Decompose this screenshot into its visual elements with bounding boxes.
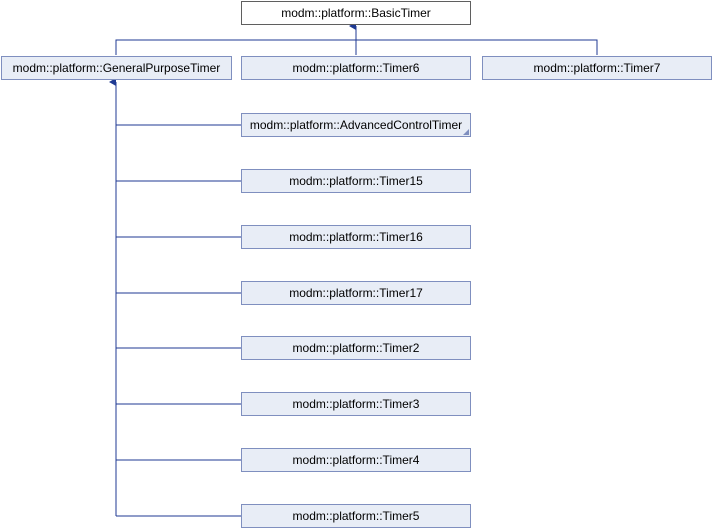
node-timer5[interactable]: modm::platform::Timer5: [241, 504, 471, 528]
node-general-purpose-timer[interactable]: modm::platform::GeneralPurposeTimer: [1, 56, 232, 80]
node-label: modm::platform::Timer6: [292, 61, 420, 75]
node-label: modm::platform::Timer2: [292, 341, 420, 355]
node-timer17[interactable]: modm::platform::Timer17: [241, 281, 471, 305]
node-label: modm::platform::Timer17: [289, 286, 423, 300]
node-label: modm::platform::AdvancedControlTimer: [249, 118, 463, 132]
node-timer6[interactable]: modm::platform::Timer6: [241, 56, 471, 80]
node-label: modm::platform::Timer16: [289, 230, 423, 244]
node-label: modm::platform::GeneralPurposeTimer: [12, 61, 221, 75]
node-timer16[interactable]: modm::platform::Timer16: [241, 225, 471, 249]
edge-timer7-to-basic-timer: [354, 39, 598, 55]
node-timer7[interactable]: modm::platform::Timer7: [482, 56, 712, 80]
edge-general-purpose-timer-to-basic-timer: [115, 39, 354, 55]
node-label: modm::platform::BasicTimer: [281, 6, 431, 20]
node-label: modm::platform::Timer3: [292, 397, 420, 411]
node-label: modm::platform::Timer15: [289, 174, 423, 188]
node-basic-timer: modm::platform::BasicTimer: [241, 1, 471, 25]
node-timer4[interactable]: modm::platform::Timer4: [241, 448, 471, 472]
node-timer15[interactable]: modm::platform::Timer15: [241, 169, 471, 193]
node-timer2[interactable]: modm::platform::Timer2: [241, 336, 471, 360]
node-label: modm::platform::Timer5: [292, 509, 420, 523]
node-label: modm::platform::Timer4: [292, 453, 420, 467]
more-indicator-icon: [463, 129, 469, 135]
node-timer3[interactable]: modm::platform::Timer3: [241, 392, 471, 416]
node-advanced-control-timer[interactable]: modm::platform::AdvancedControlTimer: [241, 113, 471, 137]
node-label: modm::platform::Timer7: [533, 61, 661, 75]
